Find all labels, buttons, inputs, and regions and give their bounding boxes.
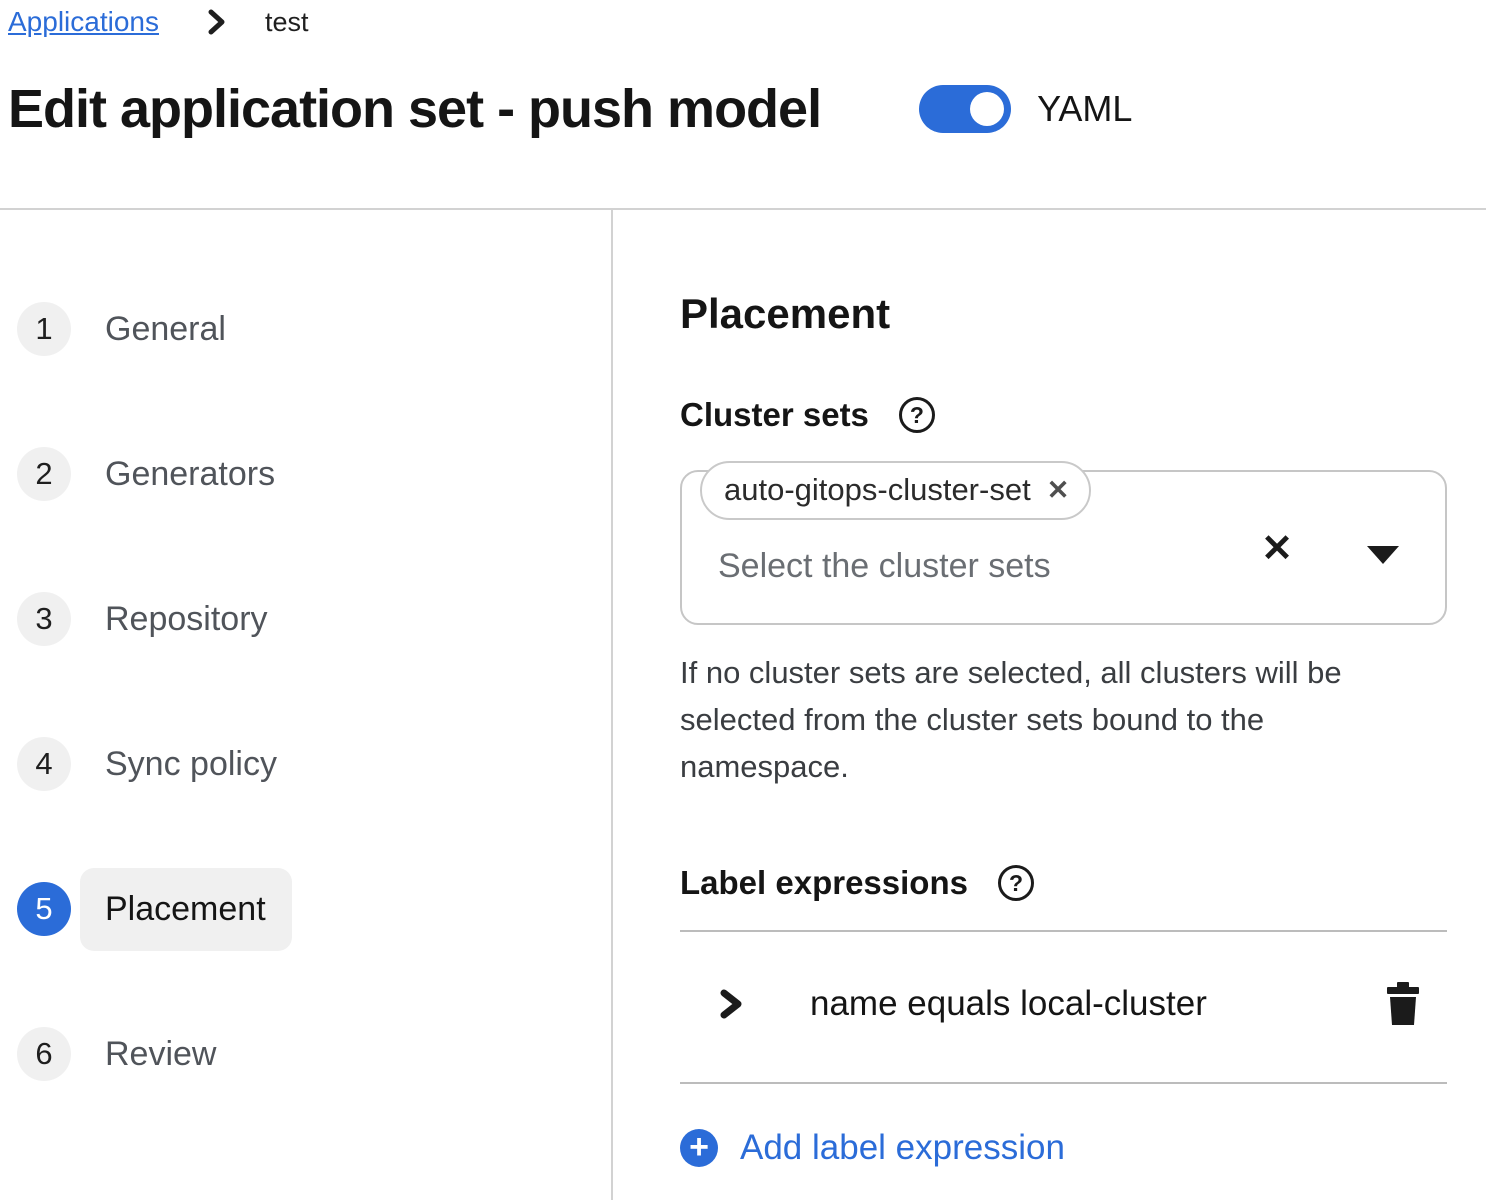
- cluster-sets-helper-text: If no cluster sets are selected, all clu…: [680, 655, 1342, 785]
- breadcrumb: Applications test: [8, 6, 1486, 38]
- label-expression-row[interactable]: name equals local-cluster: [680, 932, 1447, 1026]
- label-expressions-section: Label expressions ? name equals local-cl…: [680, 864, 1447, 1168]
- chip-remove-icon[interactable]: ✕: [1046, 474, 1070, 505]
- caret-down-icon[interactable]: [1367, 546, 1399, 564]
- title-row: Edit application set - push model YAML: [8, 78, 1486, 140]
- yaml-toggle-label: YAML: [1037, 88, 1133, 129]
- wizard-step-sync-policy[interactable]: 4 Sync policy: [17, 737, 611, 791]
- step-number-badge: 1: [17, 302, 71, 356]
- panel-heading: Placement: [680, 290, 891, 337]
- label-expressions-help-icon[interactable]: ?: [997, 865, 1034, 902]
- cluster-sets-help-icon[interactable]: ?: [898, 397, 935, 433]
- step-number-badge: 2: [17, 447, 71, 501]
- step-number-badge: 6: [17, 1027, 71, 1081]
- wizard-step-general[interactable]: 1 General: [17, 302, 611, 356]
- label-expression-summary: name equals local-cluster: [810, 984, 1207, 1024]
- breadcrumb-chevron-icon: [207, 9, 227, 35]
- trash-icon[interactable]: [1385, 982, 1421, 1026]
- cluster-sets-placeholder: Select the cluster sets: [718, 547, 1051, 585]
- cluster-sets-select[interactable]: auto-gitops-cluster-set ✕ Select the clu…: [680, 461, 1447, 625]
- step-label: Generators: [105, 454, 276, 493]
- wizard-step-repository[interactable]: 3 Repository: [17, 592, 611, 646]
- label-expressions-label-row: Label expressions ?: [680, 864, 1447, 902]
- wizard-step-review[interactable]: 6 Review: [17, 1027, 611, 1081]
- breadcrumb-link-applications[interactable]: Applications: [8, 6, 159, 37]
- add-label-expression-button[interactable]: + Add label expression: [680, 1128, 1065, 1168]
- step-label: Placement: [80, 867, 292, 951]
- divider: [680, 930, 1447, 933]
- cluster-set-chip-label: auto-gitops-cluster-set: [724, 472, 1031, 507]
- step-number-badge: 3: [17, 592, 71, 646]
- yaml-toggle-wrap: YAML: [919, 85, 1132, 133]
- wizard-step-nav: 1 General 2 Generators 3 Repository 4 Sy…: [0, 210, 613, 1200]
- breadcrumb-current: test: [264, 6, 309, 37]
- placement-panel: Placement Cluster sets ? auto-gitops-clu…: [613, 210, 1486, 1200]
- step-label: Sync policy: [105, 744, 277, 783]
- step-label: Repository: [105, 599, 268, 638]
- select-clear-icon[interactable]: ✕: [1261, 528, 1293, 570]
- wizard-step-placement[interactable]: 5 Placement: [17, 867, 611, 951]
- step-label: Review: [105, 1034, 217, 1073]
- step-number-badge: 5: [17, 882, 71, 936]
- label-expressions-label: Label expressions: [680, 864, 968, 902]
- page-header: Applications test Edit application set -…: [0, 0, 1486, 210]
- yaml-toggle-knob: [970, 92, 1005, 126]
- add-label-expression-label: Add label expression: [740, 1128, 1065, 1168]
- plus-circle-icon: +: [680, 1129, 718, 1168]
- cluster-sets-label: Cluster sets: [680, 396, 869, 433]
- wizard-step-generators[interactable]: 2 Generators: [17, 447, 611, 501]
- expand-chevron-icon[interactable]: [718, 988, 744, 1020]
- page-title: Edit application set - push model: [8, 79, 822, 139]
- yaml-toggle[interactable]: [919, 85, 1012, 133]
- cluster-sets-label-row: Cluster sets ?: [680, 396, 1447, 434]
- step-number-badge: 4: [17, 737, 71, 791]
- content-area: 1 General 2 Generators 3 Repository 4 Sy…: [0, 210, 1486, 1200]
- step-label: General: [105, 309, 226, 348]
- divider: [680, 1082, 1447, 1085]
- cluster-set-chip: auto-gitops-cluster-set ✕: [700, 461, 1092, 520]
